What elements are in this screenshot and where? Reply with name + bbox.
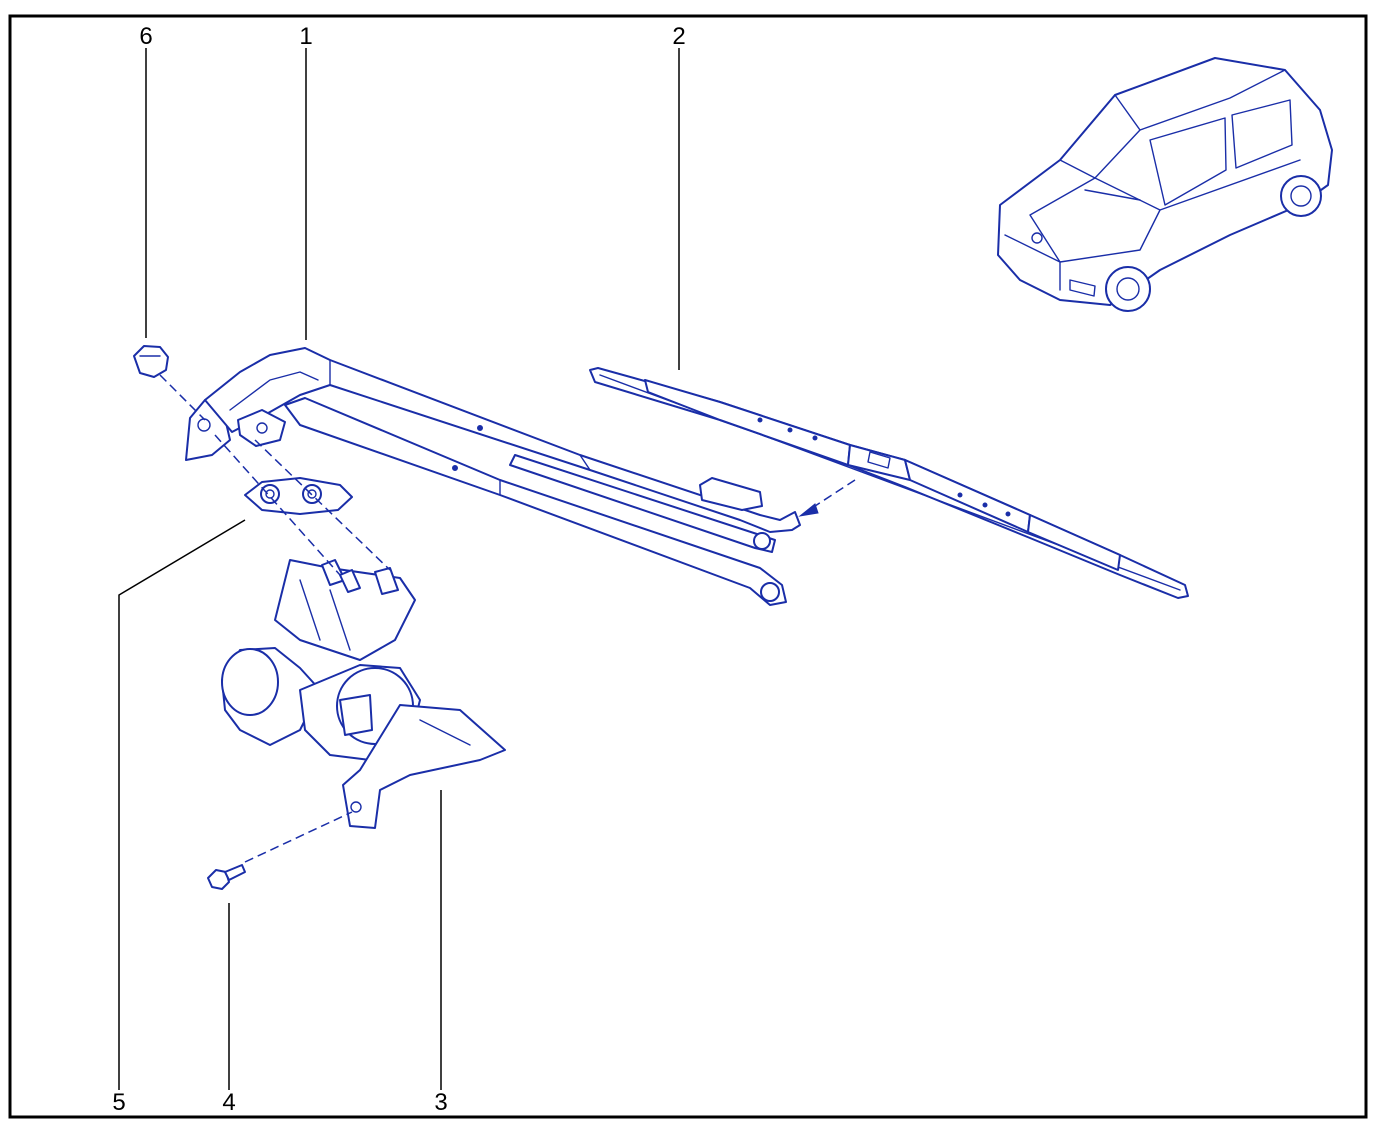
callout-4: 4	[222, 1089, 235, 1116]
vehicle-thumbnail-icon	[997, 57, 1333, 312]
seal-plate-icon	[244, 477, 353, 515]
diagram-frame	[8, 14, 1368, 1119]
wiper-motor-icon	[221, 559, 506, 829]
assembly-line-spindle-1	[214, 434, 341, 576]
callout-6: 6	[139, 23, 152, 50]
arrow-head-icon	[798, 503, 819, 517]
callout-5: 5	[112, 1089, 125, 1116]
assembly-line-nut	[159, 374, 206, 421]
assembly-line-spindle-2	[254, 439, 391, 571]
wiper-blade-icon	[589, 367, 1189, 599]
callout-2: 2	[672, 23, 685, 50]
nut-icon	[133, 345, 169, 378]
blade-fit-arrow	[811, 479, 856, 509]
bolt-icon	[207, 864, 246, 890]
wiper-arm-linkage-icon	[185, 347, 801, 606]
callout-1: 1	[299, 23, 312, 50]
assembly-line-bolt	[244, 811, 353, 863]
leader-line-5	[118, 519, 246, 1090]
callout-3: 3	[434, 1089, 447, 1116]
